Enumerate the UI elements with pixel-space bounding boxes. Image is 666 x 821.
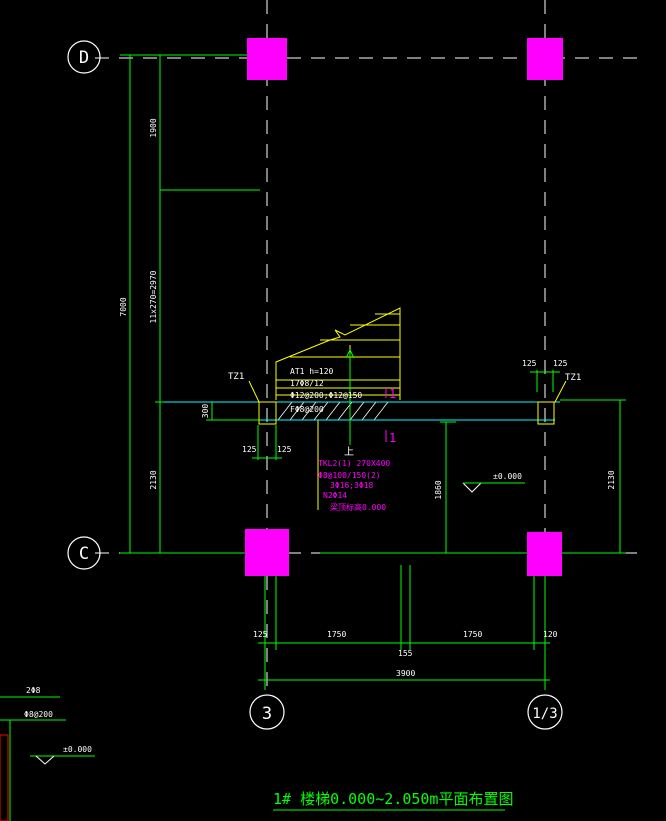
dim-bottom-span: 2130 xyxy=(149,470,158,489)
post-tz1-left xyxy=(258,401,277,425)
dim-landing-height: 1860 xyxy=(434,480,443,499)
dim-bottom-120: 120 xyxy=(543,630,558,639)
tz-right-label: TZ1 xyxy=(565,373,581,383)
column-d-3 xyxy=(247,38,287,80)
elevation-label: ±0.000 xyxy=(493,472,522,481)
dim-span-1750-a: 1750 xyxy=(327,630,346,639)
dim-top-span: 1900 xyxy=(149,118,158,137)
dim-right-height: 2130 xyxy=(607,470,616,489)
side-note-1: 2Φ8 xyxy=(26,686,41,695)
support-posts xyxy=(248,380,567,425)
post-tz1-right xyxy=(537,401,555,425)
column-d-1-3 xyxy=(527,38,563,80)
side-note-2: Φ8@200 xyxy=(24,710,53,719)
dim-left-125-a: 125 xyxy=(242,445,257,454)
up-marker: 上 xyxy=(344,446,354,458)
beam-note-2: Φ8@100/150(2) xyxy=(318,471,381,480)
beam-note-3: 3Φ16;3Φ18 xyxy=(330,481,374,490)
axis-bubble-d: D xyxy=(67,40,101,74)
columns xyxy=(245,38,563,576)
stair-notes: AT1 h=120 17Φ8/12 Φ12@200;Φ12@150 FΦ8@20… xyxy=(290,367,362,414)
stair-note-2: 17Φ8/12 xyxy=(290,379,324,388)
dimension-texts: 1900 11x270=2970 7000 2130 2130 1860 300… xyxy=(119,118,616,678)
dim-bottom-125: 125 xyxy=(253,630,268,639)
side-fragment: 2Φ8 Φ8@200 ±0.000 xyxy=(0,686,95,821)
dim-total-height: 7000 xyxy=(119,297,128,316)
beam-note-1: TKL2(1) 270X400 xyxy=(318,459,390,468)
column-c-3 xyxy=(245,529,289,576)
axis-bubble-c-label: C xyxy=(79,544,89,564)
dim-right-125-b: 125 xyxy=(553,359,568,368)
dim-span-1750-b: 1750 xyxy=(463,630,482,639)
stair-note-4: FΦ8@200 xyxy=(290,405,324,414)
column-c-1-3 xyxy=(527,532,562,576)
axis-bubble-d-label: D xyxy=(79,48,89,68)
cut-mark-top: 1 xyxy=(389,387,396,401)
beam-notes: TKL2(1) 270X400 Φ8@100/150(2) 3Φ16;3Φ18 … xyxy=(318,459,390,512)
stair-note-3: Φ12@200;Φ12@150 xyxy=(290,391,362,400)
dim-overall-width: 3900 xyxy=(396,669,415,678)
dim-left-125-b: 125 xyxy=(277,445,292,454)
axis-bubble-c: C xyxy=(67,536,101,570)
beam-note-5: 梁顶标高0.000 xyxy=(330,502,386,512)
stair-note-1: AT1 h=120 xyxy=(290,367,334,376)
landing-beam xyxy=(164,401,560,421)
side-elevation: ±0.000 xyxy=(63,745,92,754)
tz-left-label: TZ1 xyxy=(228,372,244,382)
axis-bubble-1-3: 1/3 xyxy=(527,694,563,730)
dim-beam-depth: 300 xyxy=(201,404,210,419)
cut-mark-bottom: 1 xyxy=(389,431,396,445)
drawing-title: 1# 楼梯0.000~2.050m平面布置图 xyxy=(273,790,513,808)
beam-note-4: N2Φ14 xyxy=(323,491,347,500)
axis-grid-lines xyxy=(95,0,640,690)
axis-bubble-1-3-label: 1/3 xyxy=(532,706,557,722)
up-arrow xyxy=(345,348,355,445)
dim-gap-155: 155 xyxy=(398,649,413,658)
dim-right-125-a: 125 xyxy=(522,359,537,368)
dim-mid-span: 11x270=2970 xyxy=(149,270,158,323)
axis-bubble-3: 3 xyxy=(249,694,285,730)
dimension-lines xyxy=(120,54,626,811)
axis-bubble-3-label: 3 xyxy=(262,704,272,724)
elevation-marker: ±0.000 xyxy=(462,472,525,493)
